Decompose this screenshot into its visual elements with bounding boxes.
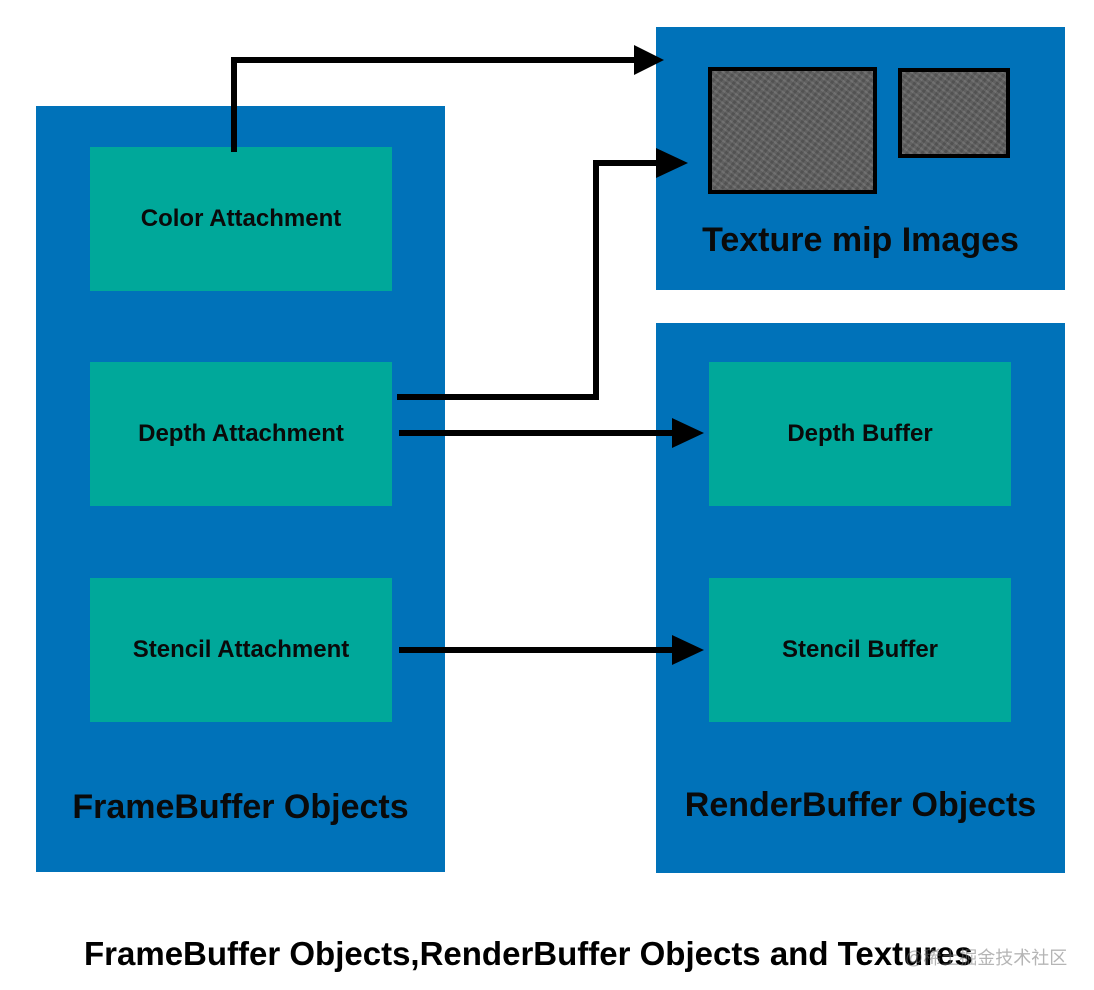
texture-mip-level-0 <box>708 67 877 194</box>
watermark: @稀土掘金技术社区 <box>905 948 1068 968</box>
color-attachment: Color Attachment <box>90 147 392 291</box>
arrowhead-color-to-texture <box>634 45 664 75</box>
texture-mip-images-panel: Texture mip Images <box>656 27 1065 290</box>
texture-mip-level-1 <box>898 68 1010 158</box>
figure-caption: FrameBuffer Objects,RenderBuffer Objects… <box>84 935 973 972</box>
arrow-depth-to-texture <box>397 160 662 400</box>
arrow-color-to-texture <box>231 57 640 152</box>
depth-buffer: Depth Buffer <box>709 362 1011 506</box>
depth-attachment: Depth Attachment <box>90 362 392 506</box>
arrowhead-stencil-to-stencil-buffer <box>672 635 704 665</box>
stencil-attachment: Stencil Attachment <box>90 578 392 722</box>
framebuffer-objects-title: FrameBuffer Objects <box>72 788 409 826</box>
texture-mip-images-title: Texture mip Images <box>702 221 1019 259</box>
arrowhead-depth-to-depth-buffer <box>672 418 704 448</box>
renderbuffer-objects-title: RenderBuffer Objects <box>684 786 1037 824</box>
arrowhead-depth-to-texture <box>656 148 688 178</box>
stencil-buffer: Stencil Buffer <box>709 578 1011 722</box>
